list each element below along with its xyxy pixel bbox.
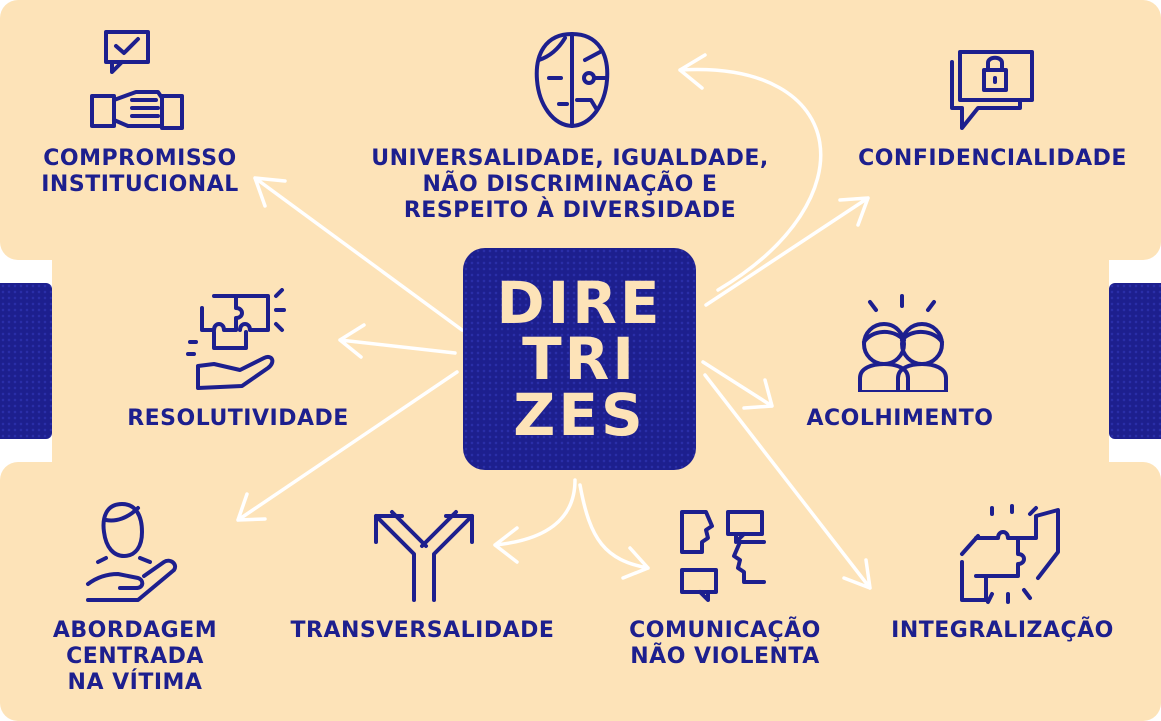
label-acolhimento: ACOLHIMENTO: [790, 406, 1010, 432]
center-line-3: ZES: [513, 381, 646, 449]
label-universalidade-l2: NÃO DISCRIMINAÇÃO E: [422, 172, 718, 197]
arrow-compromisso: [253, 176, 464, 332]
arrow-transversalidade: [493, 478, 577, 564]
label-resolutividade-l1: RESOLUTIVIDADE: [127, 406, 349, 431]
label-compromisso-l2: INSTITUCIONAL: [41, 172, 239, 197]
left-side-bar: [0, 283, 52, 439]
handshake-chat-check-icon: [90, 30, 184, 130]
arrow-comunicacao: [578, 483, 650, 580]
faces-talking-icon: [680, 510, 766, 602]
label-comunicacao-l1: COMUNICAÇÃO: [629, 618, 821, 643]
center-line-1: DIRE: [496, 269, 663, 337]
label-confidencialidade-l1: CONFIDENCIALIDADE: [858, 146, 1127, 171]
center-diretrizes-box: DIRE TRI ZES: [463, 248, 696, 470]
arrow-abordagem: [236, 370, 459, 522]
arrow-confidencialidade: [704, 196, 870, 307]
center-line-2: TRI: [522, 325, 637, 393]
label-integralizacao-l1: INTEGRALIZAÇÃO: [891, 618, 1114, 643]
label-confidencialidade: CONFIDENCIALIDADE: [840, 146, 1145, 172]
hands-puzzle-icon: [960, 504, 1060, 604]
label-comunicacao: COMUNICAÇÃO NÃO VIOLENTA: [610, 618, 840, 670]
label-universalidade-l3: RESPEITO À DIVERSIDADE: [403, 198, 737, 223]
chat-lock-icon: [950, 50, 1034, 130]
label-compromisso-l1: COMPROMISSO: [43, 146, 237, 171]
person-in-hand-icon: [86, 502, 177, 602]
label-transversalidade-l1: TRANSVERSALIDADE: [290, 618, 555, 643]
arrow-integralizacao: [703, 373, 872, 590]
label-abordagem-l1: ABORDAGEM: [52, 618, 218, 643]
arrow-universalidade: [678, 53, 823, 292]
label-resolutividade: RESOLUTIVIDADE: [108, 406, 368, 432]
label-comunicacao-l2: NÃO VIOLENTA: [630, 644, 820, 669]
label-integralizacao: INTEGRALIZAÇÃO: [870, 618, 1135, 644]
arrow-resolutividade: [338, 323, 457, 359]
label-universalidade: UNIVERSALIDADE, IGUALDADE, NÃO DISCRIMIN…: [335, 146, 805, 224]
top-panel: [0, 0, 1161, 260]
label-abordagem-l3: NA VÍTIMA: [67, 670, 203, 695]
half-face-icon: [534, 32, 610, 128]
puzzle-hand-icon: [186, 288, 286, 390]
label-acolhimento-l1: ACOLHIMENTO: [806, 406, 994, 431]
right-side-bar: [1109, 283, 1161, 439]
split-arrows-icon: [374, 510, 474, 602]
label-compromisso: COMPROMISSO INSTITUCIONAL: [20, 146, 260, 198]
bottom-panel: [0, 462, 1161, 721]
two-people-icon: [858, 294, 948, 392]
label-abordagem-l2: CENTRADA: [66, 644, 204, 669]
label-transversalidade: TRANSVERSALIDADE: [270, 618, 575, 644]
label-universalidade-l1: UNIVERSALIDADE, IGUALDADE,: [371, 146, 769, 171]
arrow-acolhimento: [701, 360, 774, 410]
label-abordagem: ABORDAGEM CENTRADA NA VÍTIMA: [30, 618, 240, 696]
